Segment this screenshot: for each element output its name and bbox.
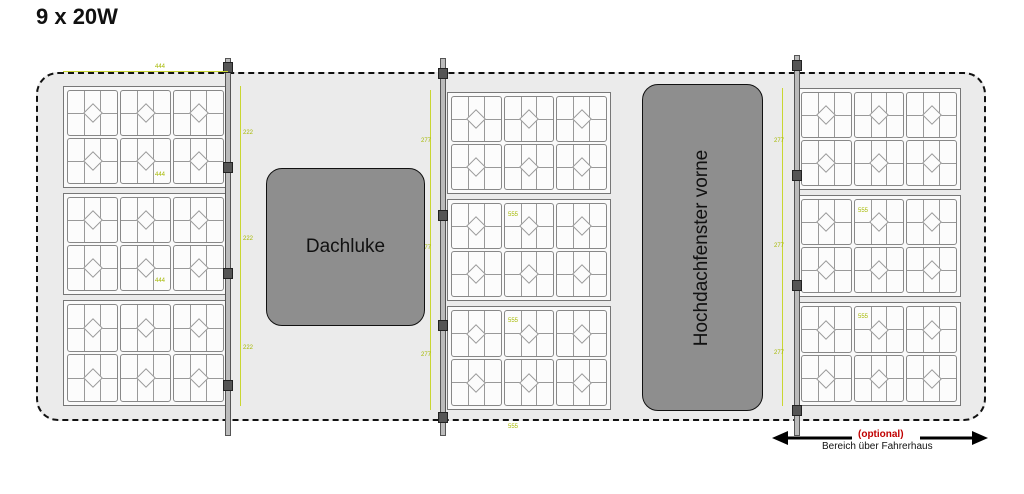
dimension-label: 555 [508, 318, 519, 324]
connector-icon [792, 405, 802, 416]
dimension-line [430, 90, 431, 410]
dimension-label: 277 [774, 243, 785, 249]
dimension-line [240, 86, 241, 406]
mounting-rail [440, 58, 446, 436]
dimension-label: 555 [508, 212, 519, 218]
front-roof-window-label: Hochdachfenster vorne [691, 149, 713, 346]
dimension-label: 277 [774, 350, 785, 356]
connector-icon [438, 412, 448, 423]
double-arrow-icon [772, 431, 988, 445]
cab-area-label: Bereich über Fahrerhaus [822, 441, 933, 452]
dimension-label: 555 [858, 314, 869, 320]
connector-icon [438, 210, 448, 221]
dimension-label: 444 [155, 278, 166, 284]
dimension-label: 277 [421, 138, 432, 144]
optional-label: (optional) [858, 429, 904, 440]
connector-icon [223, 380, 233, 391]
mounting-rail [794, 55, 800, 436]
dimension-label: 444 [155, 64, 166, 70]
connector-icon [792, 280, 802, 291]
dimension-label: 277 [774, 138, 785, 144]
connector-icon [223, 268, 233, 279]
page-title: 9 x 20W [36, 4, 118, 29]
connector-icon [223, 62, 233, 73]
connector-icon [438, 68, 448, 79]
solar-panel [797, 195, 961, 297]
solar-panel [447, 92, 611, 194]
solar-panel [63, 193, 228, 295]
dimension-label: 277 [421, 352, 432, 358]
solar-panel [63, 86, 228, 188]
dimension-label: 555 [858, 208, 869, 214]
dimension-line [782, 88, 783, 406]
connector-icon [438, 320, 448, 331]
solar-panel [797, 302, 961, 406]
solar-panel [447, 199, 611, 301]
dimension-line [63, 71, 228, 72]
solar-panel [63, 300, 228, 406]
dimension-label: 277 [421, 245, 432, 251]
connector-icon [223, 162, 233, 173]
connector-icon [792, 60, 802, 71]
dimension-label: 555 [508, 424, 519, 430]
dimension-label: 222 [243, 130, 254, 136]
roof-hatch-label: Dachluke [305, 236, 386, 257]
dimension-label: 444 [155, 172, 166, 178]
dimension-label: 222 [243, 345, 254, 351]
connector-icon [792, 170, 802, 181]
front-roof-window: Hochdachfenster vorne [642, 84, 763, 411]
solar-panel [797, 88, 961, 190]
solar-panel [447, 306, 611, 410]
mounting-rail [225, 58, 231, 436]
roof-hatch: Dachluke [266, 168, 425, 326]
dimension-label: 222 [243, 236, 254, 242]
